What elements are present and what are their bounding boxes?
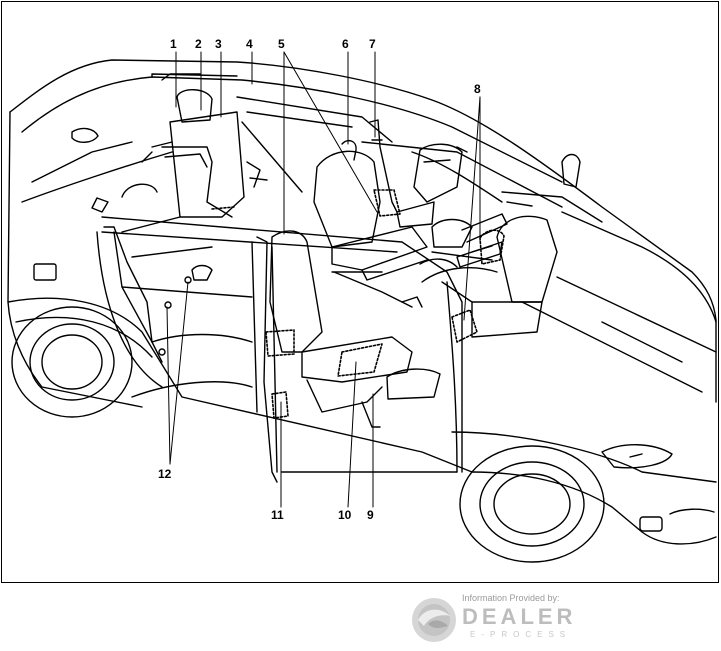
diagram-frame: 1 2 3 4 5 6 7 8 9 10 11 12: [1, 1, 719, 583]
callout-2: 2: [195, 37, 202, 51]
callout-12: 12: [158, 467, 172, 481]
center-console: [333, 213, 508, 308]
door-trim-right: [413, 143, 468, 203]
front-wheel: [459, 445, 605, 563]
footer-credit: Information Provided by:: [462, 593, 560, 603]
outline-11b: [271, 391, 289, 419]
outline-7: [373, 189, 401, 217]
window-frames: [91, 73, 603, 483]
callout-9: 9: [367, 508, 374, 522]
outline-8b: [451, 309, 478, 343]
callout-7: 7: [369, 37, 376, 51]
footer-brand: DEALER: [462, 604, 577, 629]
component-outlines: [211, 189, 505, 419]
outline-10: [337, 343, 383, 377]
leader-lines: [166, 51, 481, 508]
callout-5: 5: [278, 37, 285, 51]
car-interior-diagram: 1 2 3 4 5 6 7 8 9 10 11 12: [7, 37, 717, 563]
outline-8a: [479, 229, 505, 265]
callout-6: 6: [342, 37, 349, 51]
outline-11a: [265, 329, 295, 357]
car-body: [7, 59, 717, 545]
footer-brand-sub: E-PROCESS: [470, 630, 572, 639]
front-passenger-seat: [313, 139, 435, 281]
callout-3: 3: [215, 37, 222, 51]
rear-seat-right: [419, 215, 558, 338]
rear-wheel: [11, 306, 133, 418]
driver-seat: [269, 230, 413, 428]
callout-labels: 1 2 3 4 5 6 7 8 9 10 11 12: [158, 37, 481, 522]
callout-4: 4: [246, 37, 253, 51]
callout-1: 1: [170, 37, 177, 51]
rear-seat-left: [121, 89, 245, 258]
rear-seatbelt: [161, 146, 268, 218]
callout-11: 11: [271, 508, 284, 522]
dealer-eprocess-logo: [412, 598, 456, 642]
callout-8: 8: [474, 82, 481, 96]
callout-10: 10: [338, 508, 352, 522]
